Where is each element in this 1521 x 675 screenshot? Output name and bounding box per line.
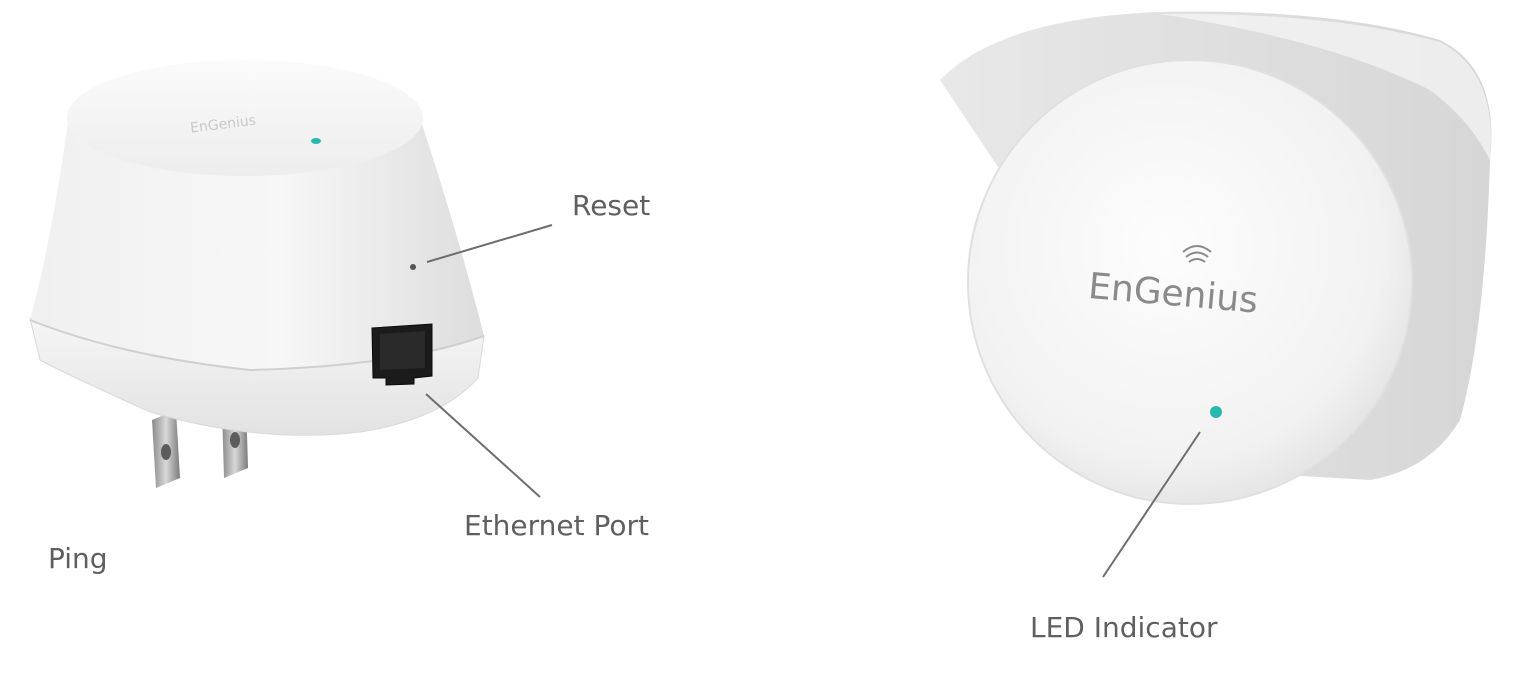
- top-logo: EnGenius: [189, 113, 257, 137]
- ethernet-leader: [425, 393, 541, 498]
- ethernet-port-label: Ethernet Port: [464, 509, 650, 542]
- left-device: EnGenius: [29, 60, 485, 488]
- leader-lines: [425, 224, 1201, 578]
- reset-pinhole: [410, 264, 416, 270]
- led-leader: [1102, 431, 1201, 578]
- wifi-arc-logo-icon: [1182, 245, 1212, 263]
- right-device: EnGenius: [940, 11, 1492, 505]
- front-led: [1210, 406, 1222, 418]
- reset-label: Reset: [572, 189, 651, 222]
- led-indicator-label: LED Indicator: [1030, 611, 1218, 644]
- device-body: [30, 108, 484, 370]
- device-top: [67, 60, 423, 176]
- ethernet-port: [371, 323, 433, 386]
- ping-label: Ping: [48, 542, 108, 575]
- device-front-face: [967, 59, 1413, 505]
- reset-leader: [426, 224, 553, 263]
- top-led: [311, 138, 321, 144]
